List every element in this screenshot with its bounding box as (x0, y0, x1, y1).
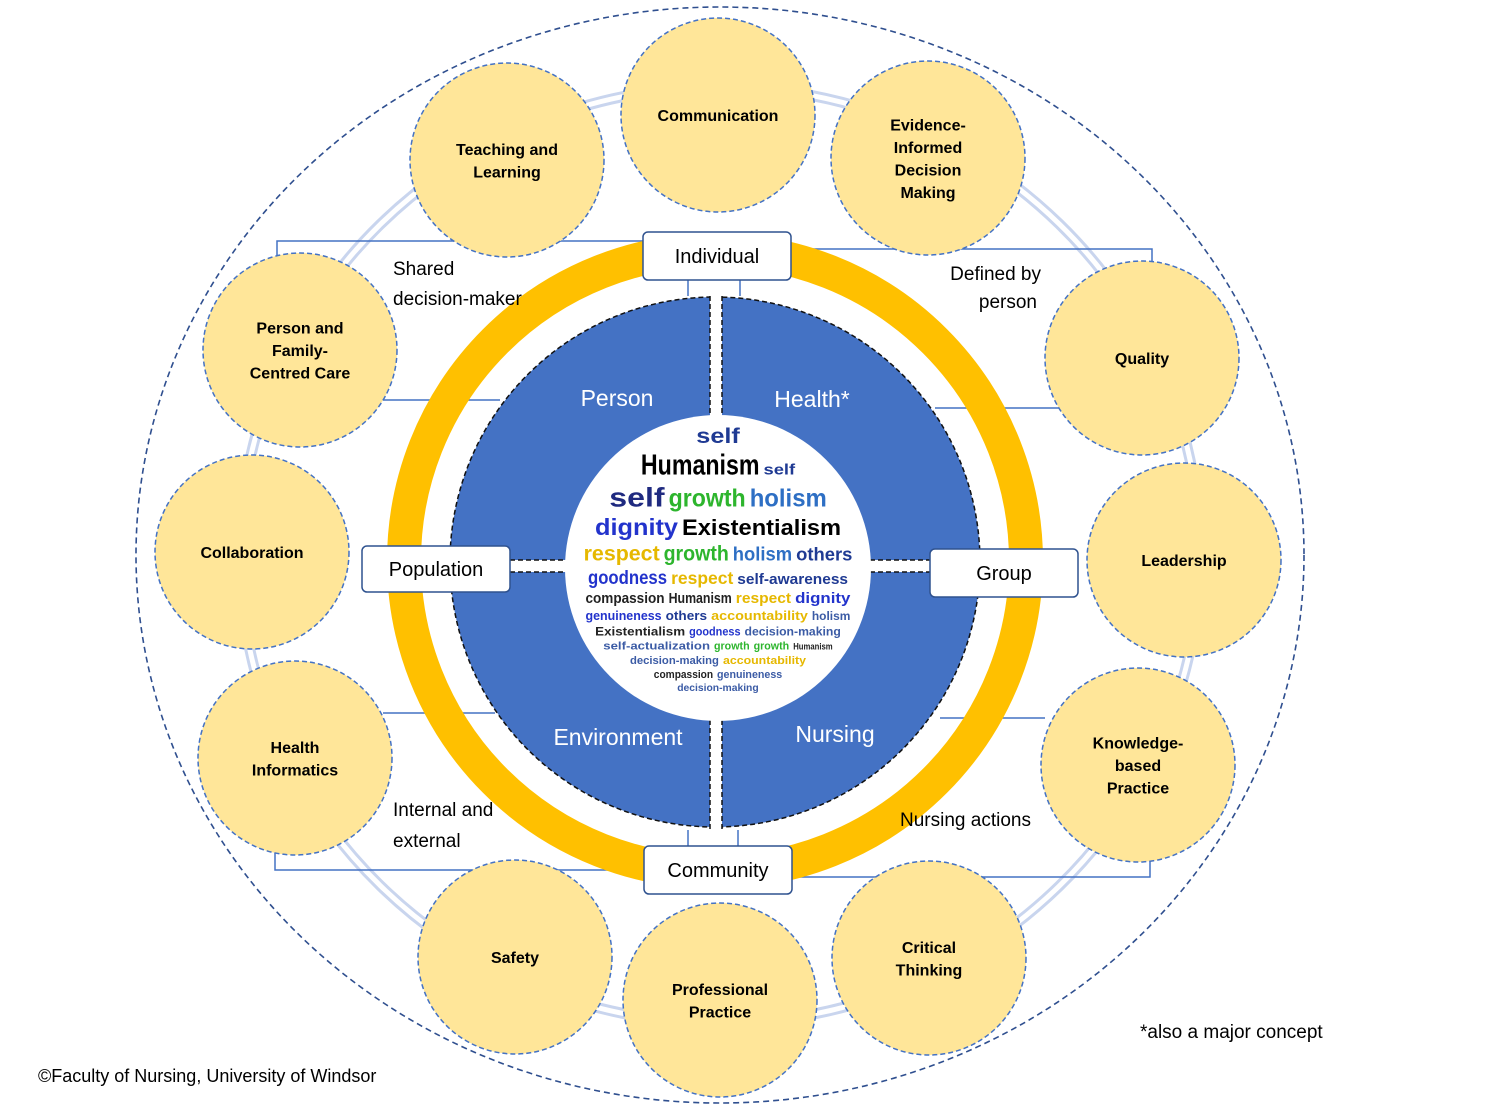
word-cloud-background (565, 415, 871, 721)
box-community: Community (643, 845, 793, 895)
word-cloud-word: holism (812, 609, 851, 623)
svg-text:Communication: Communication (658, 108, 779, 125)
word-cloud-word: holism (750, 486, 827, 513)
svg-text:Quality: Quality (1115, 351, 1169, 368)
concept-circle-safety: Safety (417, 859, 613, 1055)
quadrant-nursing: Nursing (795, 721, 874, 747)
word-cloud-word: growth (754, 641, 790, 653)
annotation-nursing-actions: Nursing actions (900, 810, 1031, 831)
svg-text:Group: Group (976, 563, 1032, 585)
word-cloud-word: Humanism (793, 642, 833, 653)
word-cloud-word: decision-making (745, 624, 841, 638)
svg-text:Population: Population (389, 559, 484, 581)
word-cloud-word: holism (733, 544, 792, 565)
word-cloud-word: accountability (711, 608, 808, 623)
word-cloud-word: decision-making (630, 655, 719, 667)
word-cloud-word: compassion (654, 669, 713, 681)
svg-text:Collaboration: Collaboration (200, 545, 303, 562)
word-cloud-word: compassion (586, 590, 665, 607)
word-cloud-word: growth (669, 486, 746, 513)
word-cloud-word: others (666, 608, 708, 623)
word-cloud-word: Humanism (669, 590, 732, 607)
copyright: ©Faculty of Nursing, University of Winds… (38, 1066, 376, 1086)
quadrant-health: Health* (774, 386, 849, 412)
concept-circle-communication: Communication (620, 17, 816, 213)
word-cloud-word: dignity (795, 590, 851, 607)
word-cloud-word: decision-making (677, 683, 759, 694)
word-cloud-word: self-awareness (737, 571, 848, 588)
word-cloud-word: others (796, 544, 852, 564)
quadrant-person: Person (581, 385, 654, 411)
word-cloud-word: Existentialism (595, 624, 685, 638)
box-individual: Individual (642, 231, 792, 281)
concept-circle-collaboration: Collaboration (154, 454, 350, 650)
word-cloud-word: respect (671, 569, 733, 588)
footnote: *also a major concept (1140, 1022, 1323, 1043)
word-cloud-word: genuineness (586, 608, 662, 623)
word-cloud-word: self-actualization (603, 641, 710, 653)
word-cloud-word: self (764, 462, 797, 479)
svg-text:Leadership: Leadership (1141, 553, 1227, 570)
word-cloud-word: growth (714, 641, 750, 653)
word-cloud-word: self (696, 425, 740, 448)
word-cloud-word: dignity (595, 514, 678, 540)
word-cloud-word: accountability (723, 655, 807, 667)
word-cloud-word: goodness (689, 624, 741, 638)
word-cloud-word: genuineness (717, 669, 782, 681)
svg-text:Community: Community (667, 860, 768, 882)
quadrant-environment: Environment (553, 724, 683, 750)
word-cloud-word: growth (664, 542, 729, 565)
word-cloud-word: goodness (588, 568, 667, 589)
concept-circle-leadership: Leadership (1086, 462, 1282, 658)
word-cloud-word: Existentialism (682, 515, 841, 540)
concept-circle-quality: Quality (1044, 260, 1240, 456)
outer-dashed-boundary (135, 6, 1305, 1104)
svg-text:Individual: Individual (675, 246, 760, 268)
word-cloud-word: self (609, 483, 664, 513)
box-group: Group (929, 548, 1079, 598)
word-cloud-word: Humanism (641, 450, 760, 482)
svg-text:Safety: Safety (491, 950, 539, 967)
box-population: Population (361, 545, 511, 593)
word-cloud-word: respect (736, 590, 791, 607)
word-cloud-word: respect (584, 542, 660, 565)
